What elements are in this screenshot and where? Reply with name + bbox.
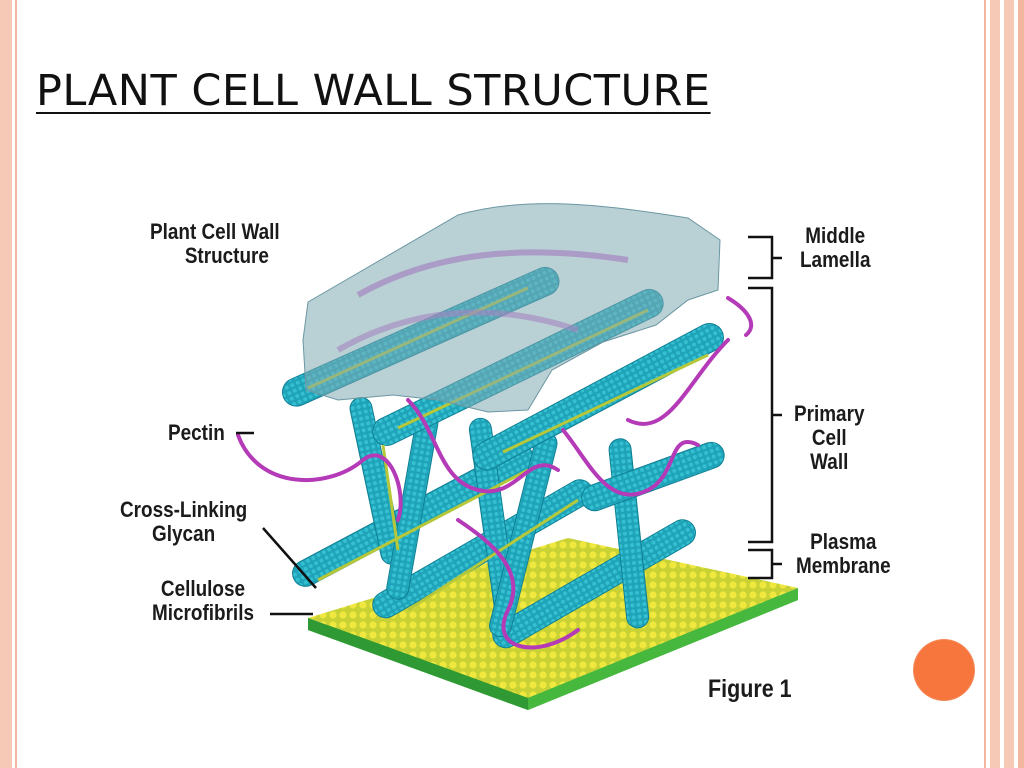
label-primary-line3: Wall — [810, 449, 849, 474]
slide-title: PLANT CELL WALL STRUCTURE — [36, 66, 711, 116]
label-middle-lamella: Middle Lamella — [800, 224, 870, 272]
frame-right-line — [1018, 0, 1024, 768]
frame-right-line — [984, 0, 986, 768]
label-pectin: Pectin — [168, 420, 225, 445]
label-plasma-membrane: Plasma Membrane — [796, 530, 891, 578]
pectin-strands — [236, 296, 754, 650]
middle-lamella-sheet — [302, 203, 721, 413]
label-cellulose-line1: Cellulose — [160, 576, 246, 601]
label-middle-lamella-line2: Lamella — [800, 247, 871, 272]
frame-right-band — [1004, 0, 1014, 768]
cell-wall-illustration — [236, 203, 798, 710]
label-cellulose-microfibrils: Cellulose Microfibrils — [152, 577, 254, 625]
label-primary-line1: Primary — [794, 401, 865, 426]
left-leader-lines — [236, 431, 317, 616]
cell-wall-diagram: Plant Cell Wall Structure Pectin Cross-L… — [108, 190, 908, 750]
label-plasma-membrane-line2: Membrane — [796, 553, 891, 578]
label-primary-cell-wall: Primary Cell Wall — [794, 402, 864, 474]
slide-frame-left-gap — [12, 0, 15, 768]
slide-frame-left — [0, 0, 12, 768]
slide-frame-right — [982, 0, 1024, 768]
orange-circle-bullet — [914, 640, 974, 700]
label-cross-linking-line2: Glycan — [152, 521, 216, 546]
label-cross-linking-glycan: Cross-Linking Glycan — [120, 498, 247, 546]
label-cross-linking-line1: Cross-Linking — [120, 497, 248, 522]
plasma-membrane-layer — [308, 538, 798, 710]
label-primary-line2: Cell — [811, 425, 847, 450]
label-middle-lamella-line1: Middle — [805, 223, 866, 248]
figure-heading-line1: Plant Cell Wall — [150, 219, 280, 244]
right-brackets — [748, 235, 782, 580]
label-cellulose-line2: Microfibrils — [152, 600, 254, 625]
slide-frame-left-line — [15, 0, 17, 768]
figure-heading-line2: Structure — [184, 243, 269, 268]
figure-caption: Figure 1 — [708, 675, 792, 703]
frame-right-band — [990, 0, 1000, 768]
label-plasma-membrane-line1: Plasma — [810, 529, 877, 554]
figure-heading: Plant Cell Wall Structure — [150, 220, 280, 268]
